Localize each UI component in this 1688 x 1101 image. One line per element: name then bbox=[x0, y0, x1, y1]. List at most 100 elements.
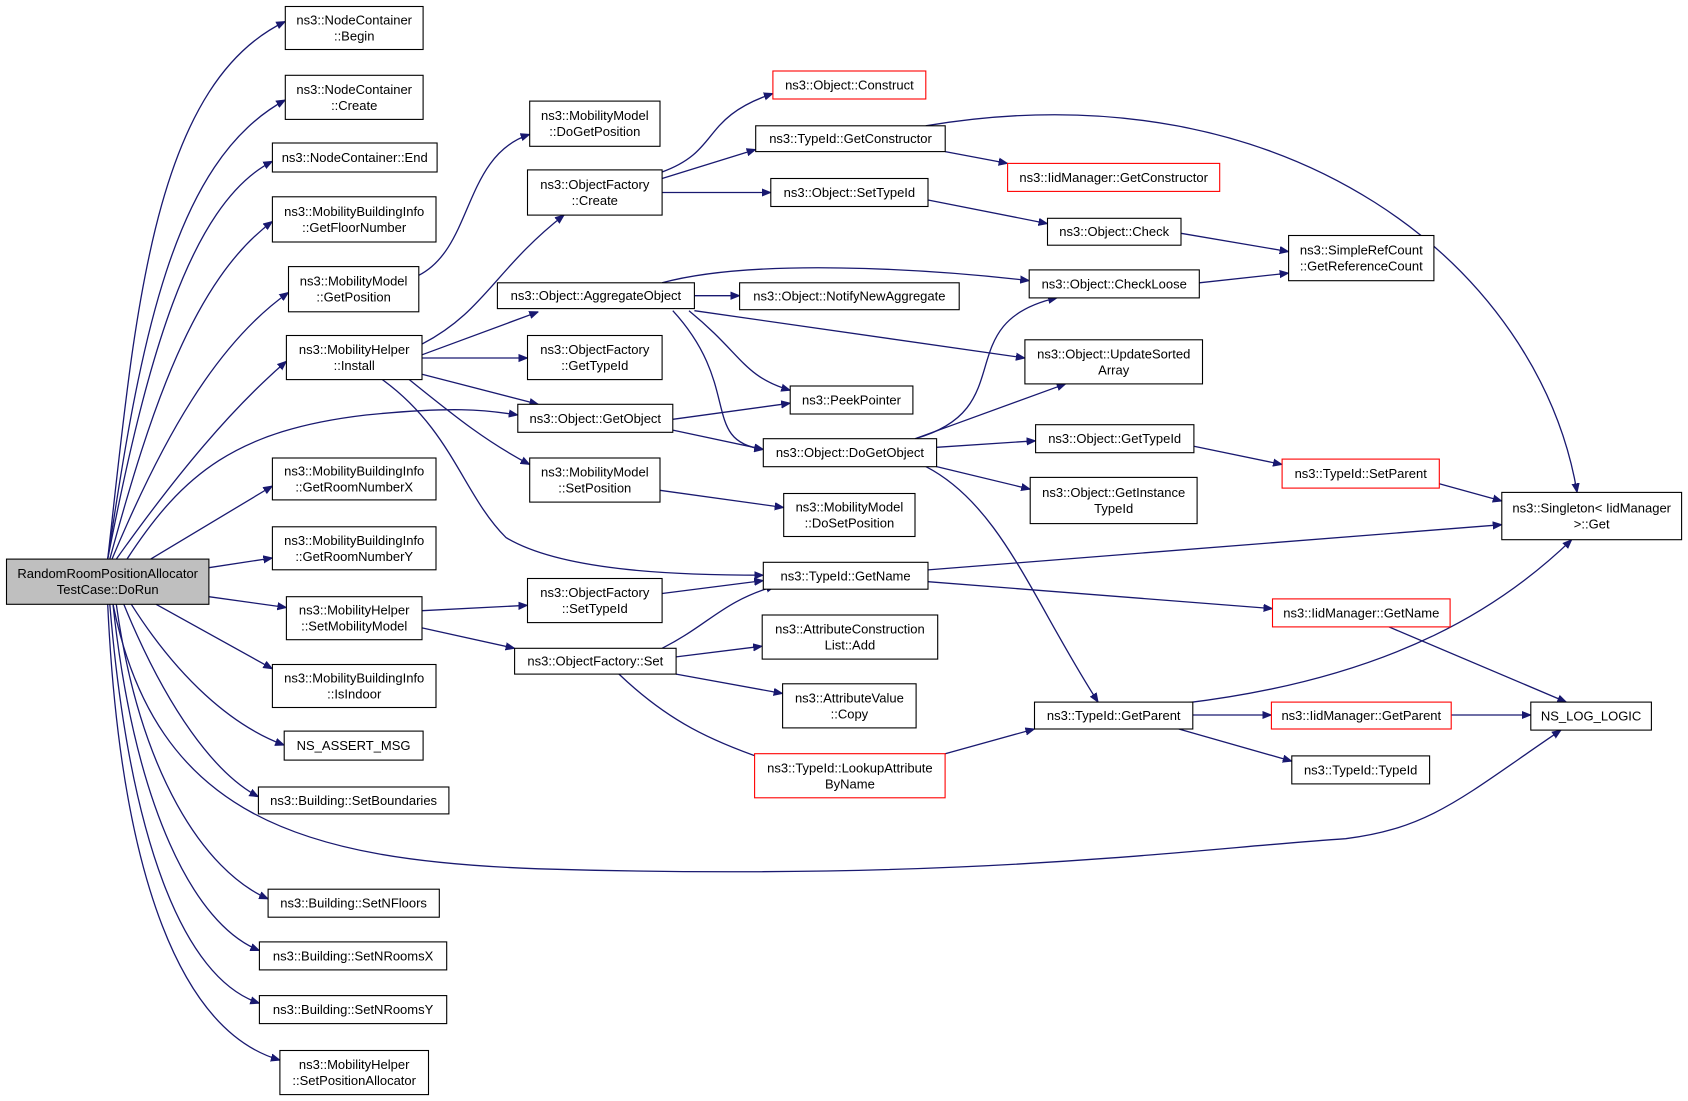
call-edge-mh_setmm-to-of_set bbox=[421, 627, 515, 648]
node-nc-end[interactable]: ns3::NodeContainer::End bbox=[271, 142, 438, 173]
node-mm-setpos[interactable]: ns3::MobilityModel::SetPosition bbox=[529, 457, 661, 503]
node-o-aggregate[interactable]: ns3::Object::AggregateObject bbox=[496, 282, 695, 310]
node-box bbox=[1007, 162, 1221, 192]
node-label: ::GetPosition bbox=[316, 290, 390, 305]
node-b-nroomsx[interactable]: ns3::Building::SetNRoomsX bbox=[258, 941, 448, 971]
node-singleton[interactable]: ns3::Singleton< IidManager>::Get bbox=[1501, 491, 1683, 541]
node-box bbox=[529, 457, 661, 503]
call-edge-o_aggregate-to-o_checkloose bbox=[661, 267, 1029, 283]
node-o-construct[interactable]: ns3::Object::Construct bbox=[772, 70, 927, 100]
node-o-check[interactable]: ns3::Object::Check bbox=[1046, 217, 1182, 246]
node-label: ::Create bbox=[331, 98, 377, 113]
node-label: ns3::Object::UpdateSorted bbox=[1037, 346, 1190, 361]
node-label: ns3::Singleton< IidManager bbox=[1512, 501, 1671, 516]
node-of-gettid[interactable]: ns3::ObjectFactory::GetTypeId bbox=[526, 334, 663, 381]
node-mm-dosetpos[interactable]: ns3::MobilityModel::DoSetPosition bbox=[783, 492, 916, 538]
node-label: ns3::Object::CheckLoose bbox=[1042, 276, 1187, 291]
node-o-getobject[interactable]: ns3::Object::GetObject bbox=[517, 403, 674, 433]
node-box bbox=[284, 5, 424, 51]
node-label: ns3::MobilityBuildingInfo bbox=[284, 533, 424, 548]
call-edge-o_getobject-to-o_dogetobject bbox=[672, 429, 764, 449]
node-t-getparent[interactable]: ns3::TypeId::GetParent bbox=[1033, 701, 1194, 730]
node-o-gettid[interactable]: ns3::Object::GetTypeId bbox=[1035, 424, 1195, 454]
node-iid-getname[interactable]: ns3::IidManager::GetName bbox=[1271, 598, 1451, 628]
node-o-dogetobject[interactable]: ns3::Object::DoGetObject bbox=[762, 438, 938, 468]
node-log-logic[interactable]: NS_LOG_LOGIC bbox=[1530, 701, 1652, 731]
node-t-typeid[interactable]: ns3::TypeId::TypeId bbox=[1291, 755, 1431, 785]
node-box bbox=[770, 177, 929, 208]
node-t-getname[interactable]: ns3::TypeId::GetName bbox=[762, 561, 929, 590]
node-t-getctor[interactable]: ns3::TypeId::GetConstructor bbox=[755, 125, 946, 153]
call-edge-root-to-b_nfloors bbox=[115, 604, 268, 900]
node-label: ::IsIndoor bbox=[327, 687, 382, 702]
call-edge-of_set-to-t_getname bbox=[661, 586, 775, 649]
node-mh-install[interactable]: ns3::MobilityHelper::Install bbox=[285, 334, 423, 381]
node-label: ns3::Building::SetNRoomsY bbox=[273, 1002, 434, 1017]
call-edge-mh_install-to-mm_setpos bbox=[408, 378, 530, 466]
call-edge-t_getname-to-iid_getname bbox=[927, 581, 1273, 609]
node-o-settid[interactable]: ns3::Object::SetTypeId bbox=[770, 177, 929, 208]
node-box bbox=[772, 70, 927, 100]
node-box bbox=[1288, 234, 1435, 282]
node-box bbox=[284, 74, 424, 120]
call-edge-o_getobject-to-peek bbox=[672, 403, 790, 420]
node-mbi-indoor[interactable]: ns3::MobilityBuildingInfo::IsIndoor bbox=[271, 663, 437, 709]
call-edge-root-to-nc_create bbox=[107, 100, 286, 560]
call-edge-t_setparent-to-singleton bbox=[1439, 483, 1502, 501]
node-label: ns3::SimpleRefCount bbox=[1300, 243, 1423, 258]
node-box bbox=[1024, 339, 1204, 385]
node-b-bounds[interactable]: ns3::Building::SetBoundaries bbox=[257, 786, 450, 815]
node-mbi-roomy[interactable]: ns3::MobilityBuildingInfo::GetRoomNumber… bbox=[271, 526, 437, 571]
node-label: ns3::Object::Construct bbox=[785, 77, 914, 92]
node-label: NS_ASSERT_MSG bbox=[297, 738, 411, 753]
node-nc-create[interactable]: ns3::NodeContainer::Create bbox=[284, 74, 424, 120]
node-label: ns3::Building::SetNRoomsX bbox=[273, 948, 434, 963]
node-of-set[interactable]: ns3::ObjectFactory::Set bbox=[514, 647, 677, 675]
node-mm-dogetpos[interactable]: ns3::MobilityModel::DoGetPosition bbox=[529, 100, 661, 147]
node-label: ::Create bbox=[572, 193, 618, 208]
node-box bbox=[1035, 424, 1195, 454]
node-of-settid[interactable]: ns3::ObjectFactory::SetTypeId bbox=[526, 577, 663, 624]
node-iid-getparent[interactable]: ns3::IidManager::GetParent bbox=[1270, 701, 1452, 730]
node-of-create[interactable]: ns3::ObjectFactory::Create bbox=[526, 169, 663, 216]
call-edge-mm_getpos-to-mm_dogetpos bbox=[418, 134, 530, 276]
node-box bbox=[754, 753, 946, 799]
call-edge-root-to-mbi_roomx bbox=[150, 486, 273, 560]
node-t-setparent[interactable]: ns3::TypeId::SetParent bbox=[1281, 458, 1440, 489]
node-src-getref[interactable]: ns3::SimpleRefCount::GetReferenceCount bbox=[1288, 234, 1435, 282]
node-iid-getctor[interactable]: ns3::IidManager::GetConstructor bbox=[1007, 162, 1221, 192]
node-label: ns3::MobilityBuildingInfo bbox=[284, 204, 424, 219]
node-assert[interactable]: NS_ASSERT_MSG bbox=[283, 730, 424, 761]
node-root[interactable]: RandomRoomPositionAllocatorTestCase::DoR… bbox=[5, 558, 210, 605]
node-box bbox=[1270, 701, 1452, 730]
node-label: ns3::MobilityModel bbox=[541, 108, 649, 123]
call-edge-o_dogetobject-to-t_getparent bbox=[925, 466, 1098, 702]
node-peek[interactable]: ns3::PeekPointer bbox=[789, 385, 914, 415]
node-label: ::SetMobilityModel bbox=[301, 619, 407, 634]
node-mm-getpos[interactable]: ns3::MobilityModel::GetPosition bbox=[287, 266, 420, 313]
node-label: ns3::ObjectFactory bbox=[540, 177, 650, 192]
node-mh-setmm[interactable]: ns3::MobilityHelper::SetMobilityModel bbox=[285, 596, 423, 641]
call-edge-of_create-to-o_construct bbox=[661, 94, 773, 173]
node-b-nfloors[interactable]: ns3::Building::SetNFloors bbox=[267, 888, 440, 918]
node-label: ns3::MobilityHelper bbox=[299, 342, 410, 357]
node-mbi-roomx[interactable]: ns3::MobilityBuildingInfo::GetRoomNumber… bbox=[271, 457, 437, 501]
call-edge-o_checkloose-to-src_getref bbox=[1199, 273, 1288, 284]
node-label: ns3::NodeContainer bbox=[296, 13, 412, 28]
node-b-nroomsy[interactable]: ns3::Building::SetNRoomsY bbox=[258, 995, 448, 1025]
node-o-notify[interactable]: ns3::Object::NotifyNewAggregate bbox=[739, 282, 960, 311]
node-label: TestCase::DoRun bbox=[57, 582, 159, 597]
node-mh-setpa[interactable]: ns3::MobilityHelper::SetPositionAllocato… bbox=[279, 1049, 430, 1096]
node-label: ns3::Object::NotifyNewAggregate bbox=[753, 289, 945, 304]
node-nc-begin[interactable]: ns3::NodeContainer::Begin bbox=[284, 5, 424, 51]
node-box bbox=[271, 526, 437, 571]
node-label: ns3::MobilityModel bbox=[300, 274, 408, 289]
node-mbi-floor[interactable]: ns3::MobilityBuildingInfo::GetFloorNumbe… bbox=[271, 196, 437, 243]
node-av-copy[interactable]: ns3::AttributeValue::Copy bbox=[782, 683, 917, 729]
node-o-checkloose[interactable]: ns3::Object::CheckLoose bbox=[1028, 269, 1200, 299]
